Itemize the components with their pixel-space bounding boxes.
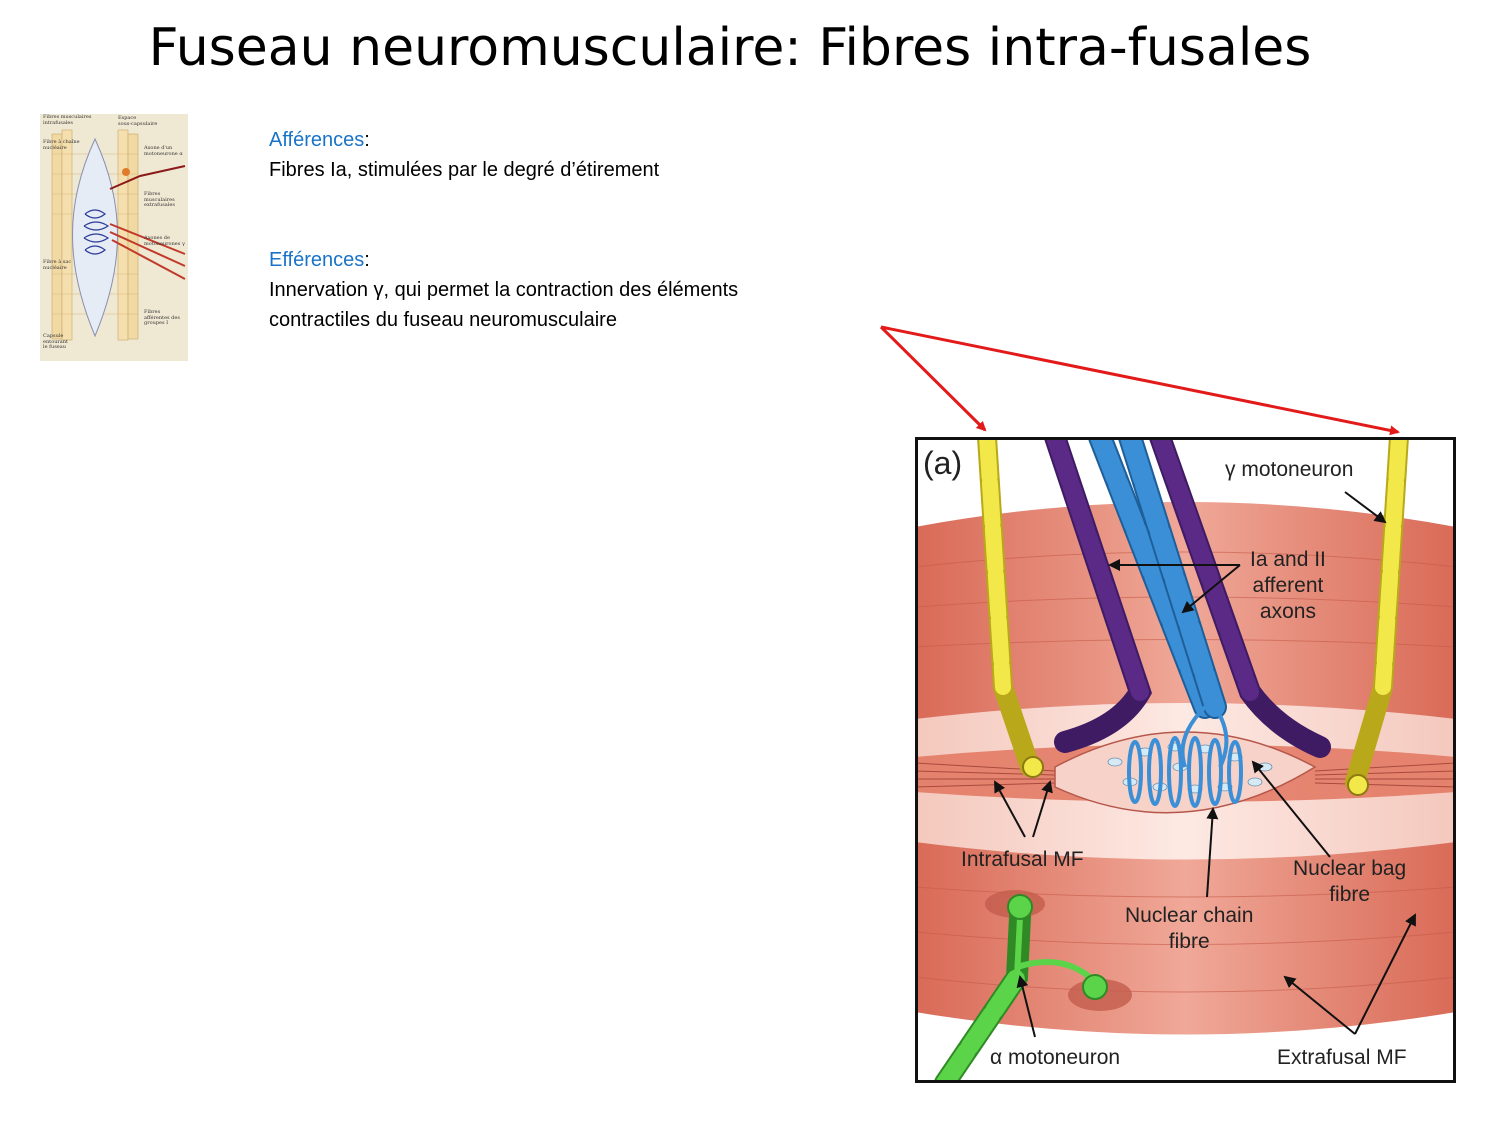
afferences-colon: : (364, 129, 370, 151)
efferences-heading-line: Efférences: (269, 245, 738, 275)
efferences-block: Efférences: Innervation γ, qui permet la… (269, 245, 738, 335)
bag-arrow (1251, 760, 1331, 858)
thumb-label-subcapsular: Espace sous-capsulaire (118, 115, 158, 127)
nuclear-bag-region (1054, 731, 1317, 814)
efferences-line-1: Innervation γ, qui permet la contraction… (269, 279, 739, 301)
afferent-axons-label: Ia and II afferent axons (1250, 548, 1326, 623)
afferences-block: Afférences: Fibres Ia, stimulées par le … (269, 125, 659, 185)
extrafusal-arrow-left (1283, 975, 1356, 1035)
thumb-label-alpha-axon: Axone d'un motoneurone α (144, 145, 183, 157)
efferences-heading: Efférences (269, 249, 365, 271)
slide-title: Fuseau neuromusculaire: Fibres intra-fus… (148, 18, 1312, 78)
intrafusal-mf-label: Intrafusal MF (961, 848, 1084, 871)
thumb-label-afferent: Fibres afférentes des groupes I (144, 309, 180, 326)
extrafusal-fibers-drawing (51, 129, 139, 341)
efferences-colon: : (364, 249, 370, 271)
chain-arrow (1206, 807, 1219, 898)
extrafusal-arrow-right (1354, 913, 1416, 1035)
thumb-label-capsule: Capsule entourant le fuseau (43, 333, 69, 350)
figure-panel-label: (a) (923, 445, 963, 481)
afferent-axons-drawing (1088, 425, 1229, 768)
gamma-motoneuron-label: γ motoneuron (1225, 458, 1354, 481)
red-arrow-left (879, 325, 987, 432)
gamma-label-arrow (1344, 491, 1387, 524)
spindle-capsule-drawing (72, 137, 118, 338)
afferences-heading-line: Afférences: (269, 125, 659, 155)
efferences-line-2: contractiles du fuseau neuromusculaire (269, 309, 617, 331)
nuclear-chain-label: Nuclear chain fibre (1125, 904, 1254, 953)
thumb-label-extrafusal: Fibres musculaires extrafusales (144, 191, 175, 208)
extrafusal-mf-label: Extrafusal MF (1277, 1046, 1407, 1069)
intrafusal-arrow-left (994, 780, 1026, 838)
alpha-motoneuron-label: α motoneuron (990, 1046, 1121, 1069)
red-arrow-right (880, 325, 1400, 436)
thumb-label-intrafusal: Fibres musculaires intrafusales (43, 114, 92, 126)
gamma-motoneuron-drawing (977, 427, 1409, 796)
intrafusal-arrow-right (1032, 780, 1053, 838)
afferences-text: Fibres Ia, stimulées par le degré d’étir… (269, 159, 660, 181)
nuclear-bag-label: Nuclear bag fibre (1293, 857, 1407, 906)
thumb-label-chain-fiber: Fibre à chaîne nucléaire (43, 139, 80, 151)
afferences-heading: Afférences (269, 129, 365, 151)
thumb-label-bag-fiber: Fibre à sac nucléaire (43, 259, 72, 271)
muscle-spindle-figure: (a) γ motoneuron Ia and II afferent axon… (914, 425, 1457, 1094)
afferent-arrow-blue (1181, 564, 1241, 614)
thumb-label-gamma-axons: Axones de motoneurones γ (144, 235, 185, 247)
spindle-thumbnail-image: Fibres musculaires intrafusales Espace s… (40, 114, 188, 361)
alpha-arrow (1016, 975, 1036, 1038)
